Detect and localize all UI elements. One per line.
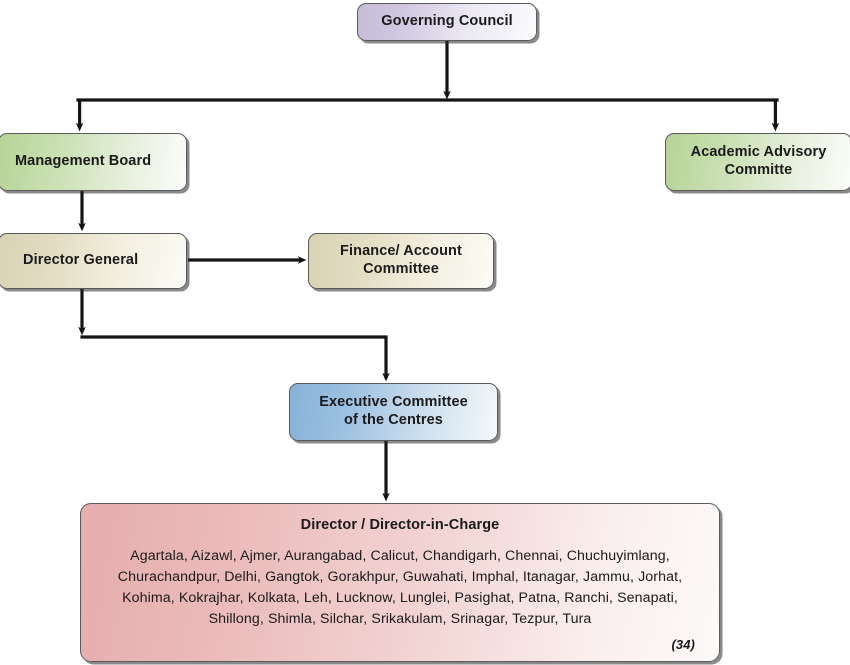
node-management-board-label: Management Board xyxy=(15,153,152,170)
node-management-board[interactable]: Management Board xyxy=(0,133,187,191)
node-academic-advisory-committee[interactable]: Academic Advisory Committe xyxy=(665,133,850,191)
node-governing-council[interactable]: Governing Council xyxy=(357,3,537,41)
director-in-charge-content: Director / Director-in-Charge Agartala, … xyxy=(81,504,719,661)
node-finance-account-committee[interactable]: Finance/ Account Committee xyxy=(308,233,494,289)
node-finance-account-committee-label: Finance/ Account Committee xyxy=(340,243,462,277)
director-in-charge-title: Director / Director-in-Charge xyxy=(300,517,500,533)
node-director-general[interactable]: Director General xyxy=(0,233,187,289)
node-executive-committee-of-the-centres[interactable]: Executive Committee of the Centres xyxy=(289,383,498,441)
node-director-general-label: Director General xyxy=(23,252,139,269)
centre-count-badge: (34) xyxy=(671,637,695,653)
edge-director-general-to-executive-committee xyxy=(78,289,390,382)
node-academic-advisory-committee-label: Academic Advisory Committe xyxy=(690,144,827,178)
centre-list: Agartala, Aizawl, Ajmer, Aurangabad, Cal… xyxy=(117,547,683,627)
node-governing-council-label: Governing Council xyxy=(381,13,513,30)
node-director-in-charge[interactable]: Director / Director-in-Charge Agartala, … xyxy=(80,503,720,662)
node-executive-committee-label: Executive Committee of the Centres xyxy=(319,394,468,428)
